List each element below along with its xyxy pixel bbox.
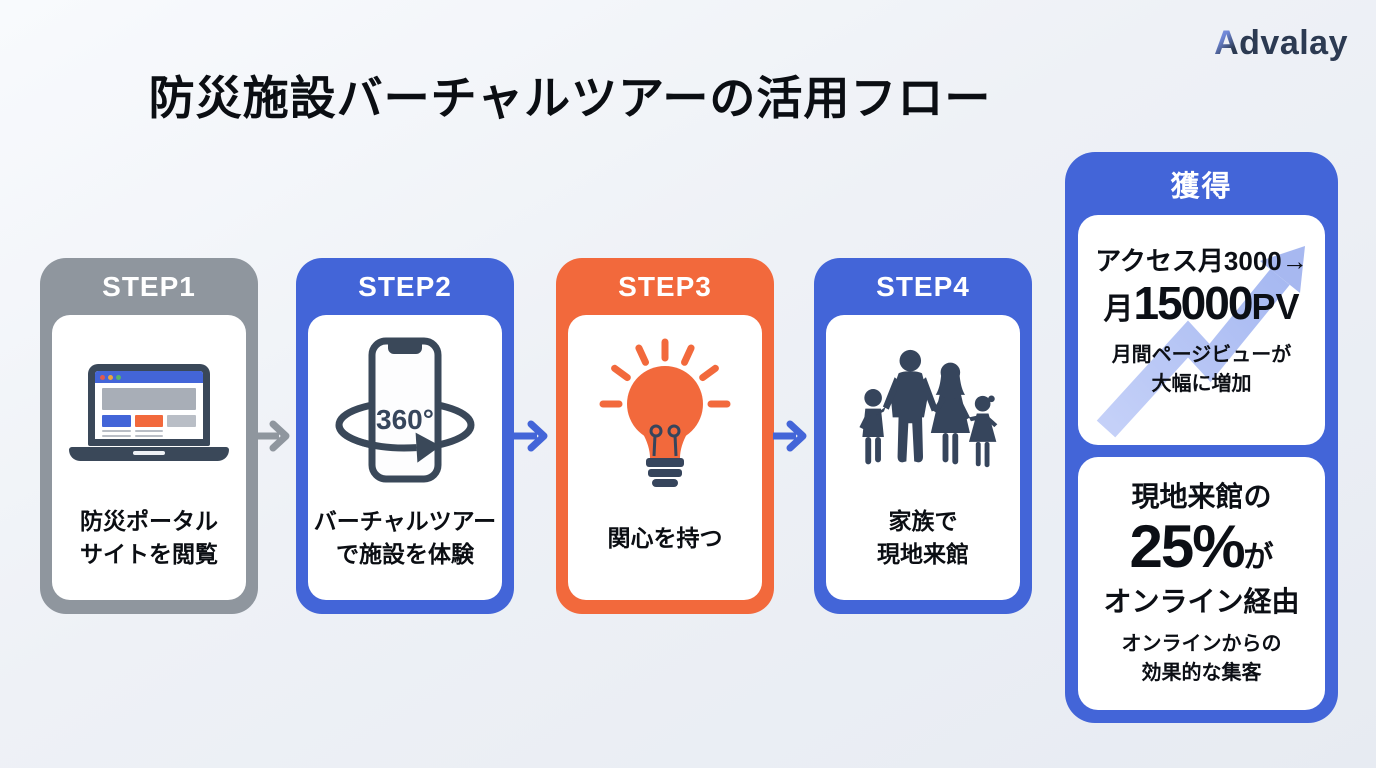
browser-dot-orange (108, 374, 113, 380)
step4-body: 家族で 現地来館 (826, 315, 1020, 600)
step3-card: STEP3 (556, 258, 774, 614)
result-card-conversion: 現地来館の 25%が オンライン経由 オンラインからの 効果的な集客 (1078, 457, 1325, 710)
step1-caption: 防災ポータル サイトを閲覧 (80, 508, 218, 567)
conversion-value: 25%が (1078, 515, 1325, 578)
pageviews-value-unit: PV (1251, 286, 1300, 327)
flow-arrow-3 (773, 420, 807, 452)
step4-header-label: STEP4 (876, 270, 970, 302)
advalay-logo: Advalay (1214, 24, 1348, 63)
step3-header-label: STEP3 (618, 270, 712, 302)
family-icon (830, 323, 1016, 502)
flow-arrow-1 (256, 420, 290, 452)
page-title: 防災施設バーチャルツアーの活用フロー (148, 72, 992, 124)
pageviews-caption: 月間ページビューが 大幅に増加 (1111, 343, 1292, 395)
phone-360-icon: 360° (312, 323, 498, 502)
result-card-pageviews: アクセス月3000→ 月15000PV 月間ページビューが 大幅に増加 (1078, 215, 1325, 445)
step1-body: 防災ポータル サイトを閲覧 (52, 315, 246, 600)
browser-bar (95, 371, 203, 383)
lightbulb-icon (572, 323, 758, 502)
webpage-block-gray (167, 415, 197, 427)
webpage-block-blue (102, 415, 131, 427)
step2-card: STEP2 360° バーチャルツアー で施設を体験 (296, 258, 514, 614)
webpage-banner (102, 388, 196, 410)
phone-360-label: 360° (376, 404, 434, 435)
step2-body: 360° バーチャルツアー で施設を体験 (308, 315, 502, 600)
conversion-lead-text: 現地来館の (1131, 481, 1272, 512)
results-header: 獲得 (1170, 170, 1233, 203)
logo-rest: dvalay (1239, 24, 1348, 62)
step2-header-label: STEP2 (358, 270, 452, 302)
step2-caption: バーチャルツアー で施設を体験 (313, 508, 497, 567)
laptop-base (69, 447, 229, 461)
conversion-caption: オンラインからの 効果的な集客 (1121, 633, 1282, 684)
pageviews-before-text: アクセス月3000→ (1095, 246, 1308, 276)
step1-header-label: STEP1 (102, 270, 196, 302)
webpage-block-orange (134, 415, 164, 427)
flow-arrow-2 (514, 420, 548, 452)
trend-up-arrow-icon (1096, 246, 1305, 438)
step1-card: STEP1 (40, 258, 258, 614)
step3-caption: 関心を持つ (607, 524, 723, 551)
logo-first-letter: A (1214, 24, 1240, 62)
step3-body: 関心を持つ (568, 315, 762, 600)
browser-dot-green (116, 374, 121, 380)
laptop-browser-icon (56, 323, 242, 502)
browser-dot-red (100, 374, 105, 380)
step4-caption: 家族で 現地来館 (877, 508, 969, 567)
conversion-source-text: オンライン経由 (1103, 586, 1300, 617)
step4-card: STEP4 (814, 258, 1032, 614)
pageviews-value-prefix: 月 (1103, 293, 1134, 326)
pageviews-value-number: 15000 (1133, 277, 1254, 329)
results-panel: 獲得 アクセス月3000→ 月15000PV 月間ページビューが 大幅に増加 (1065, 152, 1338, 723)
conversion-value-number: 25% (1129, 513, 1245, 580)
pageviews-value: 月15000PV (1078, 278, 1325, 329)
conversion-value-suffix: が (1243, 541, 1274, 574)
